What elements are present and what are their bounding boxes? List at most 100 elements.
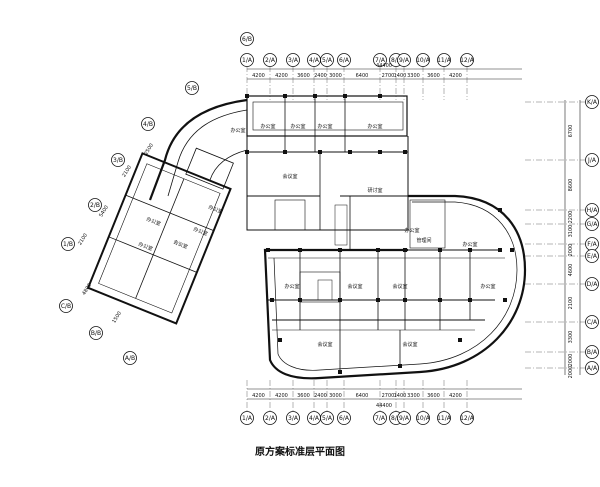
column (278, 338, 282, 342)
column (438, 248, 442, 252)
svg-text:10/A: 10/A (416, 57, 431, 64)
dim-text-bottom: 3000 (329, 393, 342, 399)
axis-bubble-left: B/B (89, 326, 103, 340)
dim-text-right: 2200 (568, 211, 574, 224)
dim-text-bottom: 4200 (275, 393, 288, 399)
room-label: 办公室 (145, 216, 162, 228)
column (338, 298, 342, 302)
dim-text-right: 3300 (568, 331, 574, 344)
dim-text-top: 1400 (394, 73, 407, 79)
column (468, 248, 472, 252)
axis-bubble-top: 11/A (437, 53, 452, 67)
axis-bubble-bottom: 4/A (307, 411, 321, 425)
dim-text-left: 2100 (77, 232, 89, 246)
dim-text-bottom: 1400 (394, 393, 407, 399)
dim-text-left: 1500 (111, 310, 123, 324)
column (403, 150, 407, 154)
axis-bubble-right: H/A (585, 203, 599, 217)
column (298, 248, 302, 252)
axis-bubble-bottom: 12/A (460, 411, 475, 425)
dim-text-top: 6400 (356, 73, 369, 79)
column (348, 150, 352, 154)
structural-columns (245, 94, 514, 374)
column (376, 298, 380, 302)
column (245, 94, 249, 98)
svg-text:2/A: 2/A (265, 57, 276, 64)
axis-bubble-bottom: 5/A (320, 411, 334, 425)
svg-text:12/A: 12/A (460, 415, 475, 422)
svg-text:6/B: 6/B (242, 36, 252, 43)
svg-text:C/A: C/A (587, 319, 598, 326)
svg-text:1/B: 1/B (63, 241, 73, 248)
dim-text-right: 2000 (568, 366, 574, 379)
svg-text:8/A: 8/A (391, 415, 402, 422)
room-label: 会议室 (402, 341, 417, 348)
room-label: 办公室 (137, 241, 154, 253)
dim-text-right: 4600 (568, 264, 574, 277)
dim-text-bottom: 3600 (297, 393, 310, 399)
svg-text:2/A: 2/A (265, 415, 276, 422)
column (458, 338, 462, 342)
axis-bubble-right: F/A (585, 237, 599, 251)
axis-grid-lines (246, 66, 585, 411)
axis-bubble-right: K/A (585, 95, 599, 109)
column (338, 370, 342, 374)
column (403, 248, 407, 252)
axis-bubble-bottom: 11/A (437, 411, 452, 425)
dim-text-top: 4200 (275, 73, 288, 79)
axis-bubble-right: B/A (585, 345, 599, 359)
dim-text-top: 3600 (297, 73, 310, 79)
axis-bubble-top-extra: 6/B (240, 32, 254, 46)
axis-bubble-bottom: 9/A (397, 411, 411, 425)
column (318, 150, 322, 154)
axis-bubble-right: G/A (585, 217, 599, 231)
svg-text:3/A: 3/A (288, 415, 299, 422)
svg-text:G/A: G/A (587, 221, 599, 228)
dim-text-left: 4800 (81, 282, 93, 296)
dim-text-right: 3100 (568, 225, 574, 238)
dim-text-left: 5400 (98, 204, 110, 218)
svg-text:J/A: J/A (587, 157, 597, 164)
svg-text:4/B: 4/B (143, 121, 153, 128)
svg-text:E/A: E/A (587, 253, 598, 260)
axis-bubble-bottom: 2/A (263, 411, 277, 425)
dim-text-top: 4200 (252, 73, 265, 79)
column (398, 364, 402, 368)
axis-bubble-right: J/A (585, 153, 599, 167)
column (498, 208, 502, 212)
svg-text:C/B: C/B (61, 303, 71, 310)
column (376, 248, 380, 252)
room-label: 办公室 (367, 123, 382, 130)
axis-bubble-right: E/A (585, 249, 599, 263)
room-label: 办公室 (260, 123, 275, 130)
axis-bubble-top: 2/A (263, 53, 277, 67)
svg-text:3/B: 3/B (113, 157, 123, 164)
svg-text:9/A: 9/A (399, 57, 410, 64)
column (498, 248, 502, 252)
axis-bubble-top: 12/A (460, 53, 475, 67)
svg-text:6/A: 6/A (339, 57, 350, 64)
axis-bubble-bottom: 3/A (286, 411, 300, 425)
room-label: 会议室 (392, 283, 407, 290)
axis-bubble-top: 1/A (240, 53, 254, 67)
dim-text-right: 2100 (568, 297, 574, 310)
dim-text-bottom: 3300 (407, 393, 420, 399)
room-label: 办公室 (404, 227, 419, 234)
room-label: 办公室 (230, 127, 245, 134)
room-label: 办公室 (290, 123, 305, 130)
axis-bubble-bottom: 7/A (373, 411, 387, 425)
axis-bubble-bottom: 1/A (240, 411, 254, 425)
column (403, 298, 407, 302)
svg-text:B/A: B/A (587, 349, 598, 356)
dim-text-right: 8600 (568, 179, 574, 192)
svg-text:B/B: B/B (91, 330, 101, 337)
svg-text:12/A: 12/A (460, 57, 475, 64)
svg-text:H/A: H/A (587, 207, 599, 214)
svg-text:5/B: 5/B (187, 85, 197, 92)
axis-bubble-bottom: 10/A (416, 411, 431, 425)
column (378, 94, 382, 98)
dimension-lines (247, 68, 581, 400)
dim-text-bottom: 6400 (356, 393, 369, 399)
